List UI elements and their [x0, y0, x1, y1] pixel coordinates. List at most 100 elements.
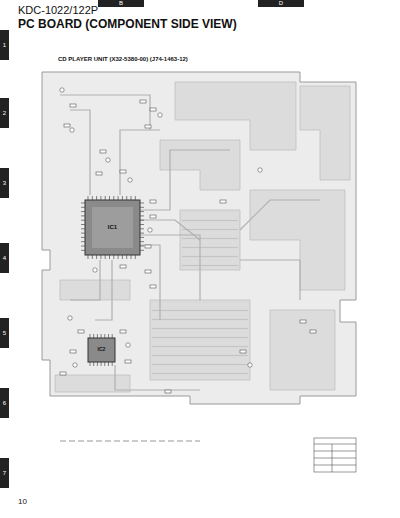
resistor-symbol [70, 350, 76, 353]
capacitor-symbol [128, 178, 132, 182]
row-tabs [0, 30, 9, 488]
row-number: 5 [3, 330, 6, 337]
resistor-symbol [100, 150, 106, 153]
components [60, 88, 316, 393]
capacitor-symbol [68, 316, 72, 320]
ic-pins [81, 196, 144, 259]
page-number: 10 [18, 498, 27, 507]
capacitor-symbol [158, 113, 162, 117]
pin [81, 207, 85, 208]
row-number: 6 [3, 400, 6, 407]
model-name: KDC-1022/122P [18, 4, 98, 16]
resistor-symbol [300, 320, 306, 323]
resistor-symbol [120, 330, 126, 333]
pin [108, 362, 109, 366]
pin [108, 334, 109, 338]
pin [81, 220, 85, 221]
pin [140, 211, 144, 212]
pin [118, 196, 119, 200]
capacitor-symbol [248, 363, 252, 367]
ic-package [88, 338, 115, 362]
capacitor-symbol [148, 228, 152, 232]
column-letter: D [279, 0, 283, 7]
pin [140, 207, 144, 208]
pin [126, 196, 127, 200]
ic-label: IC2 [98, 347, 106, 353]
pin [140, 215, 144, 216]
copper-areas [55, 82, 350, 392]
resistor-symbol [140, 100, 146, 103]
pin [135, 255, 136, 259]
capacitor-symbol [126, 343, 130, 347]
pin [105, 196, 106, 200]
pin [93, 334, 94, 338]
pin [104, 362, 105, 366]
pin [88, 196, 89, 200]
pin [104, 334, 105, 338]
pin [113, 196, 114, 200]
resistor-symbol [96, 172, 102, 175]
resistor-symbol [220, 200, 226, 203]
pin [122, 196, 123, 200]
capacitor-symbol [258, 168, 262, 172]
pin [140, 224, 144, 225]
pin [97, 362, 98, 366]
pin [81, 241, 85, 242]
note-line [60, 440, 200, 442]
resistor-symbol [145, 270, 151, 273]
pin [100, 255, 101, 259]
resistor-symbol [150, 108, 156, 111]
row-number: 3 [3, 180, 6, 187]
resistor-symbol [240, 350, 246, 353]
pin [131, 196, 132, 200]
resistor-symbol [165, 390, 171, 393]
ic-label: IC1 [108, 224, 117, 231]
capacitor-symbol [106, 158, 110, 162]
pin [81, 211, 85, 212]
pin [81, 215, 85, 216]
pin [140, 237, 144, 238]
pin [131, 255, 132, 259]
pin [140, 250, 144, 251]
ref-table [314, 438, 356, 472]
resistor-symbol [150, 215, 156, 218]
pin [96, 255, 97, 259]
capacitor-symbol [73, 363, 77, 367]
pin [81, 246, 85, 247]
capacitor-symbol [93, 268, 97, 272]
pin [81, 228, 85, 229]
pin [90, 334, 91, 338]
traces [60, 95, 320, 390]
pin [140, 246, 144, 247]
pin [81, 250, 85, 251]
pin [140, 203, 144, 204]
pin [122, 255, 123, 259]
resistor-symbol [70, 104, 76, 107]
pin [101, 334, 102, 338]
row-number: 4 [3, 255, 6, 262]
pin [92, 255, 93, 259]
resistor-symbol [150, 285, 156, 288]
row-number: 7 [3, 470, 6, 477]
pin [101, 362, 102, 366]
resistor-symbol [78, 330, 84, 333]
pin [88, 255, 89, 259]
row-number: 2 [3, 110, 6, 117]
resistor-symbol [145, 125, 151, 128]
pin [105, 255, 106, 259]
pin [81, 224, 85, 225]
pin [135, 196, 136, 200]
pin [100, 196, 101, 200]
page-title: PC BOARD (COMPONENT SIDE VIEW) [18, 18, 237, 31]
pin [81, 203, 85, 204]
board-outline [42, 72, 356, 404]
row-number: 1 [3, 42, 6, 49]
column-letter: B [119, 0, 123, 7]
trace-pattern [152, 302, 248, 378]
pin [140, 233, 144, 234]
pin [140, 220, 144, 221]
resistor-symbol [145, 245, 151, 248]
ic-pins [90, 334, 112, 366]
capacitor-symbol [70, 128, 74, 132]
